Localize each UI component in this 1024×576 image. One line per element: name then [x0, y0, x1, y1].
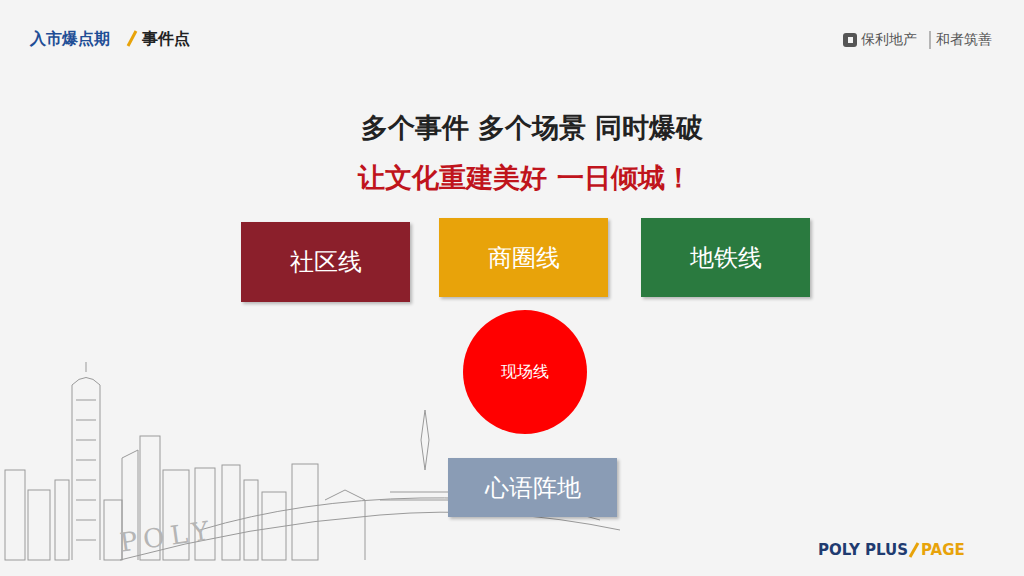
line-box: 商圈线 — [439, 218, 608, 297]
base-box: 心语阵地 — [448, 458, 617, 517]
line-box: 地铁线 — [641, 218, 810, 297]
watermark: POLY — [118, 515, 217, 558]
slash-mark — [128, 31, 136, 46]
section-name: 入市爆点期 — [30, 29, 110, 50]
footer-brand: POLY PLUS — [818, 541, 908, 559]
scene-circle: 现场线 — [463, 310, 587, 434]
slide-subtitle: 让文化重建美好 一日倾城！ — [0, 160, 1024, 196]
logo-slogan: 和者筑善 — [936, 31, 992, 49]
node-text: 现场线 — [501, 362, 549, 383]
node-text: 心语阵地 — [485, 472, 581, 504]
logo-icon — [843, 31, 930, 49]
circle-fill — [463, 310, 587, 434]
line-box: 社区线 — [241, 222, 410, 302]
node-text: 社区线 — [290, 246, 362, 278]
node-text: 地铁线 — [690, 242, 762, 274]
section-sub: 事件点 — [142, 29, 190, 50]
slash-mark — [910, 543, 918, 557]
slide-title: 多个事件 多个场景 同时爆破 — [0, 110, 1024, 146]
footer-page: PAGE — [921, 541, 965, 559]
logo-text: 保利地产 — [861, 31, 917, 49]
node-text: 商圈线 — [488, 242, 560, 274]
